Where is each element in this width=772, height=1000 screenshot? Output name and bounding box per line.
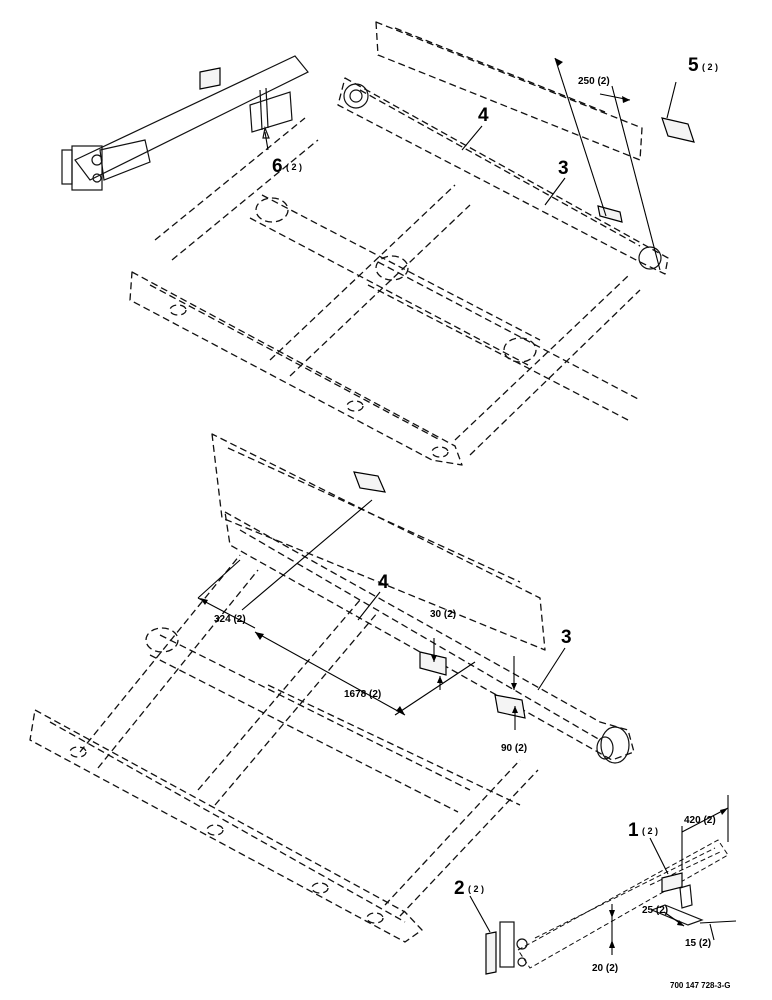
dim-15-label: 15 (2) [685, 938, 711, 949]
callout-6-number: 6 [272, 156, 283, 177]
callout-6-qty: ( 2 ) [286, 162, 302, 172]
middle-panel-decal [353, 471, 386, 493]
dim-90-label: 90 (2) [501, 743, 527, 754]
bottom-decal-2 [485, 931, 497, 975]
top-arm-decal [199, 67, 221, 90]
top-left-arm [61, 55, 309, 191]
callout-5-number: 5 [688, 55, 699, 76]
callout-4-top-number: 4 [478, 105, 489, 126]
top-decal-3 [597, 205, 623, 223]
callout-2-number: 2 [454, 878, 465, 899]
dim-20-label: 20 (2) [592, 963, 618, 974]
callout-3-top-number: 3 [558, 158, 569, 179]
dim-324-label: 324 (2) [214, 614, 246, 625]
dim-25-label: 25 (2) [642, 905, 668, 916]
dim-250-label: 250 (2) [578, 76, 610, 87]
top-decal-5 [661, 117, 695, 143]
dim-30-label: 30 (2) [430, 609, 456, 620]
callout-2-qty: ( 2 ) [468, 884, 484, 894]
middle-frame-assembly [29, 433, 635, 943]
bottom-decal-1 [661, 872, 683, 893]
dim-1678-label: 1678 (2) [344, 689, 381, 700]
drawing-reference: 700 147 728-3-G [670, 981, 731, 990]
callout-4-middle-number: 4 [378, 572, 389, 593]
dim-420-label: 420 (2) [684, 815, 716, 826]
top-frame-assembly [129, 21, 669, 466]
decal-30 [419, 651, 447, 676]
callout-1-qty: ( 2 ) [642, 826, 658, 836]
callout-5-qty: ( 2 ) [702, 62, 718, 72]
callout-3-middle-number: 3 [561, 627, 572, 648]
decal-90 [494, 694, 526, 719]
callout-1-number: 1 [628, 820, 639, 841]
